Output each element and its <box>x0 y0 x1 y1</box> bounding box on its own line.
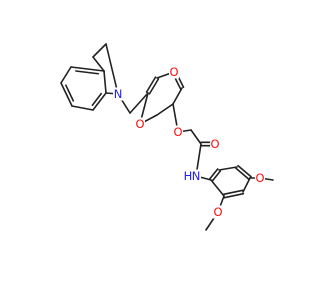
atom-label-h-amide: H <box>184 169 193 183</box>
atom-label-layer: O O O O O O N N H <box>114 65 265 219</box>
label-backdrop <box>213 205 223 219</box>
atom-label-o-methoxy-ortho: O <box>213 205 222 219</box>
label-backdrop <box>169 65 179 79</box>
bond-a19-a20 <box>190 129 202 145</box>
bond-a25-a26-b <box>237 164 252 178</box>
label-backdrop <box>173 125 183 139</box>
atom-label-n-indoline: N <box>114 87 123 101</box>
bond-a1-a2 <box>103 70 107 94</box>
bond-a26-a27 <box>242 177 251 193</box>
bond-a5-a6 <box>60 66 72 84</box>
atom-label-o-pyran: O <box>135 117 144 131</box>
atom-label-o-ketone: O <box>169 65 178 79</box>
bond-a27-a28-b <box>223 192 245 199</box>
bond-a2-a3 <box>92 92 107 111</box>
bond-layer <box>60 43 274 231</box>
bond-a7-a8 <box>92 43 107 58</box>
label-backdrop <box>210 137 220 151</box>
bond-a6-a1-inner <box>75 70 100 75</box>
bond-a27-a28-a <box>222 189 244 196</box>
molecule-structure: O O O O O O N N H <box>60 43 274 231</box>
atom-label-o-carbonyl: O <box>210 137 219 151</box>
bond-a25-a26-a <box>235 167 250 181</box>
bond-a2-a3-inner <box>91 92 103 107</box>
bond-a23-a24-b <box>208 168 219 180</box>
atom-label-n-amide: N <box>192 169 201 183</box>
label-backdrop <box>135 117 145 131</box>
bond-a10-a11 <box>129 92 149 114</box>
bond-a14-a15 <box>172 87 183 105</box>
bond-a6-a1 <box>70 66 105 72</box>
bond-a28-a23 <box>210 179 225 197</box>
bond-a4-a5 <box>60 82 73 107</box>
bond-a11-a12-b <box>145 76 157 93</box>
label-backdrop <box>255 171 265 185</box>
bond-a15-a16 <box>156 103 174 116</box>
bond-a23-a24-a <box>211 170 222 182</box>
label-backdrop <box>191 169 201 183</box>
bond-a4-a5-inner <box>65 84 75 102</box>
label-backdrop <box>113 87 123 101</box>
bond-a1-a7 <box>92 56 105 72</box>
atom-label-o-methoxy-para: O <box>255 171 264 185</box>
label-backdrop <box>183 169 193 183</box>
atom-label-o-ether: O <box>173 125 182 139</box>
bond-a24-a25 <box>218 166 238 171</box>
label-background-layer <box>113 65 265 219</box>
bond-a3-a4 <box>71 105 94 111</box>
bond-a11-a12-a <box>148 78 160 95</box>
bond-a8-a9 <box>105 43 119 95</box>
